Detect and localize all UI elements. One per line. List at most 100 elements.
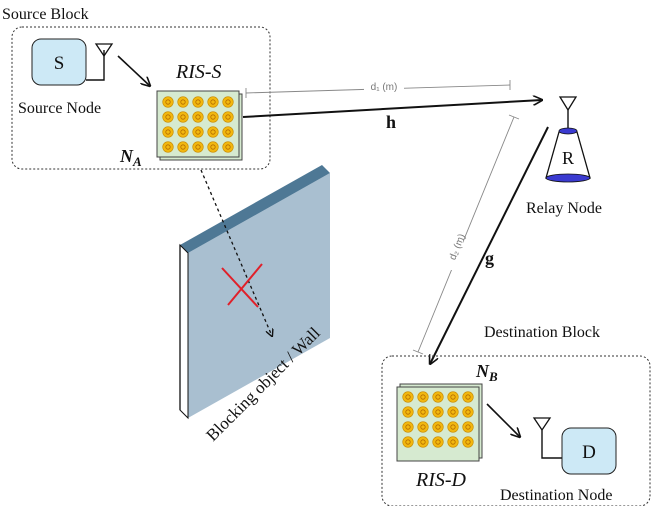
ris-d-element-core [405,394,411,400]
ris-s-element-core [165,144,171,150]
ris-d-element-core [420,439,426,445]
channel-g: d₂ (m) g [412,114,549,364]
ris-s-element [177,141,189,153]
ris-s-element-core [210,99,216,105]
ris-d-element [462,391,474,403]
relay-node-label: Relay Node [526,200,602,217]
ris-s-element [162,141,174,153]
d2-tick-bottom [412,349,424,355]
na-label: NA [119,146,142,169]
ris-s-element-core [195,99,201,105]
ris-s-element-core [210,144,216,150]
relay-antenna-icon [558,96,578,128]
ris-d-element-core [420,394,426,400]
ris-s-element [222,141,234,153]
h-arrow [242,100,542,118]
ris-d-element [432,436,444,448]
ris-d-element-core [450,409,456,415]
ris-d-element [447,391,459,403]
ris-d-element-core [465,439,471,445]
ris-d-element-core [465,394,471,400]
ris-d-element [402,421,414,433]
ris-s-element [177,126,189,138]
channel-h: d₁ (m) h [242,80,542,132]
relay-top-cap [558,127,578,135]
ris-s-element [192,111,204,123]
ris-d-element [432,406,444,418]
ris-s-element [222,111,234,123]
h-label: h [386,112,396,132]
ris-d-element-core [405,424,411,430]
ris-d-element-core [465,424,471,430]
source-block-border [11,26,271,170]
d1-label: d₁ (m) [371,82,398,93]
ris-s-element-core [195,114,201,120]
ris-d-element-core [450,424,456,430]
ris-d-element-core [435,394,441,400]
source-to-ris-arrow [117,55,150,86]
blocked-x-icon [221,263,263,308]
destination-block: Destination Block NB RIS-D D Destination… [381,324,651,506]
ris-s-element-core [180,99,186,105]
ris-s-element-core [195,129,201,135]
ris-s-element-core [195,144,201,150]
ris-s-element [222,96,234,108]
ris-s-element [207,111,219,123]
source-antenna-icon [86,43,114,81]
d2-distance-line [417,116,515,353]
ris-d-element [402,436,414,448]
destination-block-border [381,355,651,506]
relay-node-letter: R [562,148,574,168]
source-block: Source Block S Source Node RIS-S NA [2,6,271,170]
d2-tick-top [508,114,520,120]
ris-d-element [402,406,414,418]
ris-d-element-core [450,394,456,400]
ris-s-element-core [225,114,231,120]
ris-s-element [192,126,204,138]
d2-label-bg [449,226,463,270]
ris-d-label: RIS-D [415,469,467,491]
ris-d-element [462,421,474,433]
ris-to-destination-arrow [486,403,520,437]
ris-d-element-core [465,409,471,415]
ris-s-element [192,96,204,108]
nb-label: NB [475,361,498,384]
ris-d-element-core [450,439,456,445]
ris-d-element [402,391,414,403]
ris-s-element [207,126,219,138]
ris-s-element-core [180,144,186,150]
ris-s-panel [156,90,243,161]
wall-face [188,173,330,418]
blocking-wall: Blocking object / Wall [179,165,330,445]
destination-node-letter: D [582,442,596,463]
ris-d-element [447,421,459,433]
ris-s-element-core [225,144,231,150]
ris-d-element [417,406,429,418]
ris-s-element [177,111,189,123]
ris-s-element [177,96,189,108]
ris-s-element-core [225,99,231,105]
ris-d-element [462,406,474,418]
ris-s-element-core [165,114,171,120]
ris-s-element [222,126,234,138]
ris-s-element [162,126,174,138]
destination-block-label: Destination Block [484,324,600,341]
destination-node-label: Destination Node [500,487,612,504]
ris-s-element [207,141,219,153]
ris-s-element [162,96,174,108]
ris-d-element-core [405,409,411,415]
ris-d-element [417,391,429,403]
ris-d-element-core [405,439,411,445]
g-label: g [485,248,494,268]
source-node-letter: S [54,53,65,74]
ris-d-element [447,436,459,448]
ris-s-label: RIS-S [175,61,222,83]
ris-d-element-core [435,424,441,430]
ris-s-element-core [180,114,186,120]
ris-d-element-core [435,439,441,445]
ris-d-element [432,391,444,403]
ris-d-panel [396,383,483,462]
ris-s-element-core [210,114,216,120]
ris-s-element [207,96,219,108]
ris-d-element [447,406,459,418]
